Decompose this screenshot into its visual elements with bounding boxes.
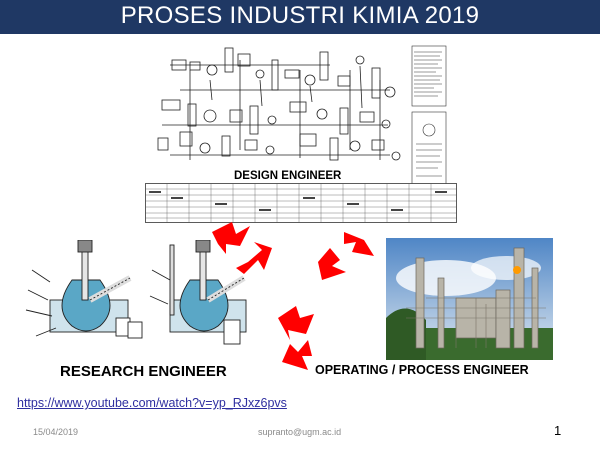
operating-engineer-label: OPERATING / PROCESS ENGINEER xyxy=(315,363,529,377)
footer-email: supranto@ugm.ac.id xyxy=(258,427,342,437)
lab-apparatus xyxy=(25,240,247,345)
double-arrow-icon xyxy=(282,340,312,370)
process-flow-diagram xyxy=(157,45,447,185)
design-engineer-label: DESIGN ENGINEER xyxy=(232,170,344,182)
refinery-photo xyxy=(386,238,553,360)
research-engineer-label: RESEARCH ENGINEER xyxy=(60,363,227,380)
slide-title: PROSES INDUSTRI KIMIA 2019 xyxy=(120,2,480,29)
double-arrow-icon xyxy=(278,306,314,340)
youtube-link[interactable]: https://www.youtube.com/watch?v=yp_RJxz6… xyxy=(17,396,287,410)
title-bar xyxy=(0,0,600,34)
footer-date: 15/04/2019 xyxy=(33,427,79,437)
page-number: 1 xyxy=(554,423,562,438)
double-arrow-icon xyxy=(318,248,346,280)
stream-table xyxy=(145,183,457,223)
double-arrow-icon xyxy=(344,232,374,256)
